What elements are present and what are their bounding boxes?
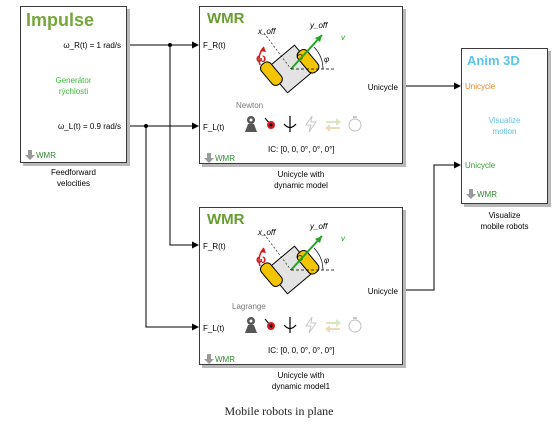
lightning-icon xyxy=(305,115,317,133)
anim3d-input-bottom: Unicycle xyxy=(465,161,496,170)
anim3d-center-line2: motion xyxy=(492,127,517,136)
wmr-bottom-port: WMR xyxy=(204,354,235,364)
down-arrow-icon xyxy=(466,189,476,199)
mass-icon xyxy=(245,116,257,132)
generator-line2: rýchlosti xyxy=(58,87,89,96)
down-arrow-icon xyxy=(25,150,35,160)
wmr-top-icon-row xyxy=(244,115,363,133)
gravity-icon xyxy=(283,317,297,333)
phi-label-bottom: φ xyxy=(324,256,330,265)
wmr-bottom-caption-line2: dynamic model1 xyxy=(271,382,331,391)
anim3d-caption-line2: mobile robots xyxy=(480,222,529,231)
gravity-icon xyxy=(283,116,297,132)
wmr-bottom-title: WMR xyxy=(207,211,245,228)
omega-r-label: ω_R(t) = 1 rad/s xyxy=(63,41,121,50)
omega-label-bottom: ω xyxy=(256,252,267,266)
wmr-block-bottom[interactable]: WMR F_R(t) F_L(t) Unicycle x_off y_off v… xyxy=(199,207,403,365)
impulse-title: Impulse xyxy=(26,10,95,30)
wmr-top-input-l: F_L(t) xyxy=(203,123,225,132)
wmr-top-method: Newton xyxy=(236,101,264,110)
timer-icon xyxy=(348,116,362,132)
wmr-top-ic: IC: [0, 0, 0°, 0°, 0°] xyxy=(268,145,335,154)
swap-arrows-icon xyxy=(325,118,341,132)
robot-diagram-bottom xyxy=(258,233,334,295)
pendulum-icon xyxy=(264,117,275,129)
branch-point-r xyxy=(168,43,172,47)
wmr-bottom-input-l: F_L(t) xyxy=(203,324,225,333)
wmr-bottom-icon-row xyxy=(244,316,363,334)
generator-line1: Generátor xyxy=(55,76,92,85)
wmr-bottom-caption: Unicycle with dynamic model1 xyxy=(199,370,403,392)
wmr-top-port: WMR xyxy=(204,153,235,163)
generator-label: Generátor rýchlosti xyxy=(21,75,126,97)
wire-unicycle-bottom xyxy=(402,161,461,291)
impulse-wmr-label: WMR xyxy=(36,150,56,160)
anim3d-title: Anim 3D xyxy=(467,53,520,68)
impulse-caption-line2: velocities xyxy=(57,179,90,188)
y-off-label-bottom: y_off xyxy=(310,222,328,231)
down-arrow-icon xyxy=(204,153,214,163)
wmr-top-port-label: WMR xyxy=(215,153,235,163)
wmr-bottom-method: Lagrange xyxy=(232,302,266,311)
lightning-icon xyxy=(305,316,317,334)
impulse-caption-line1: Feedforward xyxy=(51,168,96,177)
anim3d-wmr-port: WMR xyxy=(466,189,497,199)
impulse-caption: Feedforward velocities xyxy=(20,167,127,189)
wmr-top-caption: Unicycle with dynamic model xyxy=(199,169,403,191)
wmr-top-output: Unicycle xyxy=(367,83,398,92)
anim3d-center-label: Visualize motion xyxy=(462,115,547,137)
pendulum-icon xyxy=(264,318,275,330)
mass-icon xyxy=(245,317,257,333)
anim3d-input-top: Unicycle xyxy=(465,82,496,91)
timer-icon xyxy=(348,317,362,333)
v-label-bottom: v xyxy=(341,234,345,243)
wmr-bottom-input-r: F_R(t) xyxy=(203,242,226,251)
anim3d-center-line1: Visualize xyxy=(488,116,521,125)
wmr-bottom-ic: IC: [0, 0, 0°, 0°, 0°] xyxy=(268,346,335,355)
omega-label-top: ω xyxy=(256,51,267,65)
wmr-top-title: WMR xyxy=(207,10,245,27)
wmr-block-top[interactable]: WMR F_R(t) F_L(t) Unicycle x_off y_off v… xyxy=(199,6,403,164)
robot-diagram-top xyxy=(258,32,334,94)
impulse-wmr-port: WMR xyxy=(25,150,56,160)
wmr-bottom-output: Unicycle xyxy=(367,287,398,296)
omega-l-label: ω_L(t) = 0.9 rad/s xyxy=(58,122,121,131)
wire-omega-r-branch xyxy=(169,45,199,249)
impulse-block[interactable]: Impulse ω_R(t) = 1 rad/s Generátor rýchl… xyxy=(20,6,127,163)
anim3d-caption-line1: Visualize xyxy=(488,211,521,220)
wmr-top-caption-line2: dynamic model xyxy=(274,181,328,190)
wmr-bottom-caption-line1: Unicycle with xyxy=(277,371,325,380)
y-off-label-top: y_off xyxy=(310,21,328,30)
branch-point-l xyxy=(144,124,148,128)
v-label-top: v xyxy=(341,33,345,42)
wmr-bottom-port-label: WMR xyxy=(215,354,235,364)
anim3d-block[interactable]: Anim 3D Unicycle Visualize motion Unicyc… xyxy=(461,48,548,204)
x-off-label-top: x_off xyxy=(258,27,276,36)
wmr-top-caption-line1: Unicycle with xyxy=(277,170,325,179)
phi-label-top: φ xyxy=(324,55,330,64)
anim3d-wmr-label: WMR xyxy=(477,189,497,199)
down-arrow-icon xyxy=(204,354,214,364)
wmr-top-input-r: F_R(t) xyxy=(203,41,226,50)
diagram-footer: Mobile robots in plane xyxy=(224,404,334,418)
x-off-label-bottom: x_off xyxy=(258,228,276,237)
wire-omega-l-branch xyxy=(145,126,199,331)
swap-arrows-icon xyxy=(325,319,341,333)
anim3d-caption: Visualize mobile robots xyxy=(461,210,548,232)
